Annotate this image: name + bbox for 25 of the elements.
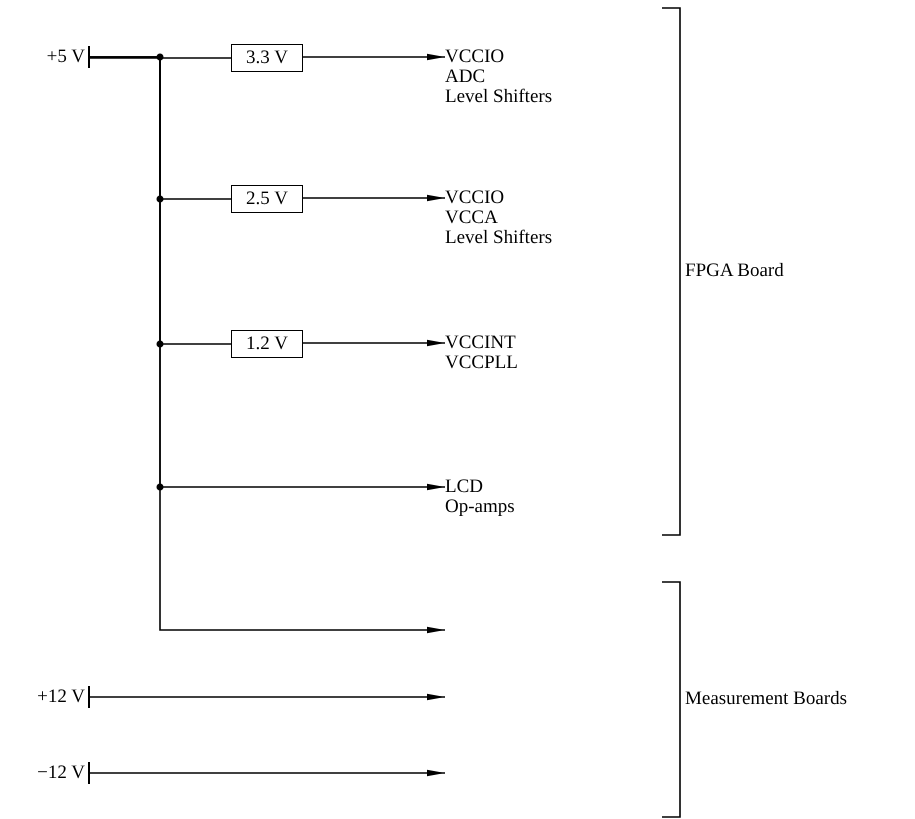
arrow [303,54,445,60]
regulator-box: 2.5 V [231,185,303,213]
group-label: Measurement Boards [685,688,847,710]
group-label: FPGA Board [685,260,784,282]
arrow [90,770,445,776]
arrow [90,56,445,634]
load-name: VCCA [445,208,499,228]
load-name: LCD [445,477,484,497]
load-name: VCCINT [445,333,517,353]
load-name: Level Shifters [445,87,552,107]
arrow [303,340,445,346]
connector-line [90,57,231,59]
terminal-label: −12 V [10,762,90,784]
terminal-label: +12 V [10,686,90,708]
arrow [90,694,445,700]
regulator-box: 3.3 V [231,44,303,72]
load-name: Op-amps [445,497,515,517]
load-name: ADC [445,67,486,87]
load-name: VCCPLL [445,353,518,373]
load-name: VCCIO [445,47,506,67]
arrow [303,194,445,202]
terminal-label: +5 V [20,46,90,68]
load-name: VCCIO [445,188,506,208]
load-name: Level Shifters [445,228,552,248]
regulator-box: 1.2 V [231,330,303,358]
